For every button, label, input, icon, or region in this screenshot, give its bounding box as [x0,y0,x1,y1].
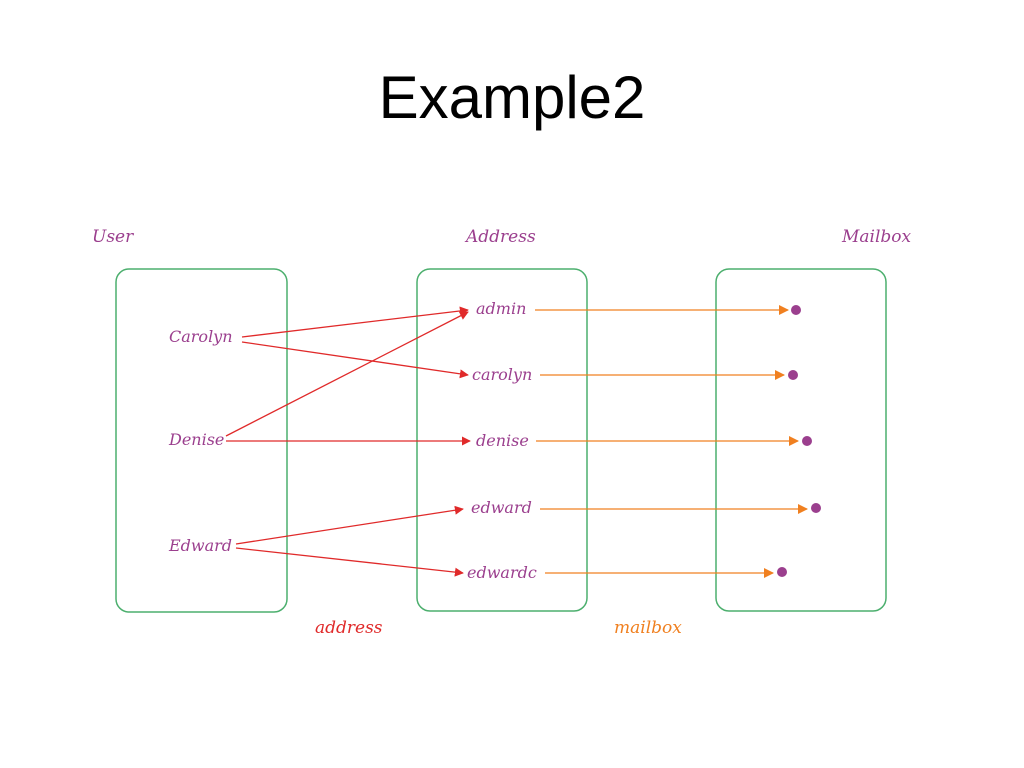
address-node-edwardc: edwardc [467,563,537,582]
user-node-denise: Denise [168,430,224,449]
user-node-carolyn: Carolyn [169,327,233,346]
edge-edward-edward [235,505,464,545]
address-relation-label: address [315,618,383,638]
mailbox-node-2 [788,370,798,380]
slide-title: Example2 [378,64,646,131]
mailbox-set-label: Mailbox [841,227,912,247]
mailbox-node-1 [791,305,801,315]
edge-carolyn-carolyn [241,341,469,379]
user-set-label: User [92,227,134,247]
address-set-box [416,268,588,612]
mailbox-node-5 [777,567,787,577]
address-node-edward: edward [471,498,532,517]
mailbox-node-3 [802,436,812,446]
address-node-denise: denise [476,431,529,450]
address-node-carolyn: carolyn [472,365,532,384]
edge-carolyn-admin [241,306,469,338]
address-node-admin: admin [476,299,526,318]
mailbox-relation-label: mailbox [614,618,682,638]
address-relation-edges [225,306,471,577]
mailbox-relation-edges [535,305,808,578]
edge-denise-admin [225,311,469,437]
mailbox-node-4 [811,503,821,513]
address-set-label: Address [464,227,536,247]
user-node-edward: Edward [168,536,232,555]
edge-edward-edwardc [235,547,464,577]
mailbox-set-box [715,268,887,612]
